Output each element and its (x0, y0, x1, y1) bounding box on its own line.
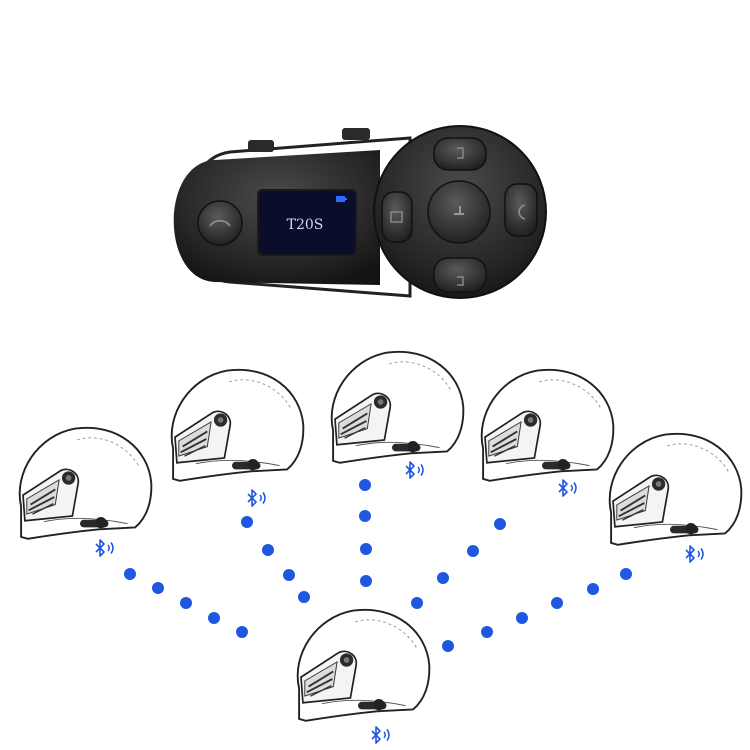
link-dot (551, 597, 563, 609)
link-dot (411, 597, 423, 609)
phone-button[interactable] (197, 200, 243, 246)
link-dot (620, 568, 632, 580)
link-dot (442, 640, 454, 652)
helmet-rider-4 (480, 368, 615, 482)
link-dot (437, 572, 449, 584)
link-dot (283, 569, 295, 581)
lcd-screen (257, 189, 357, 256)
bluetooth-icon (685, 545, 704, 563)
link-dot (124, 568, 136, 580)
intercom-button[interactable] (433, 257, 487, 293)
clip-right (342, 128, 370, 140)
volume-up-button[interactable] (504, 183, 538, 237)
volume-up-icon (518, 204, 526, 220)
bluetooth-links (124, 479, 632, 652)
link-dot (208, 612, 220, 624)
link-dot (360, 543, 372, 555)
link-dot (516, 612, 528, 624)
link-dot (298, 591, 310, 603)
link-dot (241, 516, 253, 528)
mode-icon (454, 206, 464, 215)
link-dot (467, 545, 479, 557)
phone-icon (209, 219, 231, 227)
helmet-rider-1 (18, 426, 153, 540)
link-dot (236, 626, 248, 638)
bluetooth-icon (405, 461, 424, 479)
clip-left (248, 140, 274, 152)
link-dot (262, 544, 274, 556)
music-icon (457, 147, 464, 159)
helmet-rider-5 (608, 432, 743, 546)
link-dot (359, 479, 371, 491)
link-dot (587, 583, 599, 595)
intercom-device: T20S (173, 125, 547, 299)
link-dot (481, 626, 493, 638)
link-dot (360, 575, 372, 587)
volume-down-button[interactable] (381, 191, 413, 243)
helmet-rider-2 (170, 368, 305, 482)
music-button[interactable] (433, 137, 487, 171)
helmet-rider-6-center (296, 608, 431, 722)
bluetooth-icon (247, 489, 266, 507)
bluetooth-icon (95, 539, 114, 557)
helmet-rider-3 (330, 350, 465, 464)
bluetooth-icon (371, 726, 390, 744)
intercom-icon (457, 276, 464, 286)
bluetooth-icon (558, 479, 577, 497)
link-dot (180, 597, 192, 609)
link-dot (152, 582, 164, 594)
volume-down-icon (390, 211, 403, 223)
model-label: T20S (287, 217, 324, 233)
battery-icon (336, 196, 345, 202)
link-dot (359, 510, 371, 522)
link-dot (494, 518, 506, 530)
